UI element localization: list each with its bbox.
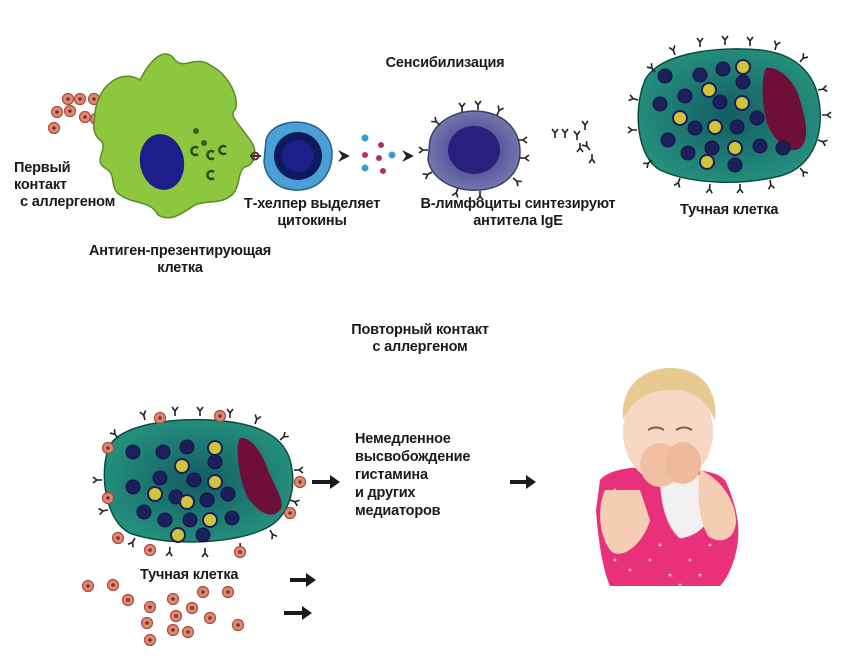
- label-mast-cell-top: Тучная клетка: [680, 202, 779, 218]
- label-mediator-release: Немедленное высвобождение гистамина и др…: [355, 430, 470, 520]
- label-line: гистамина: [355, 467, 428, 483]
- label-line: В-лимфоциты синтезируют: [420, 196, 616, 212]
- arrowhead-icon: [402, 150, 414, 162]
- label-line: высвобождение: [355, 449, 471, 465]
- label-t-helper: Т-хелпер выделяет цитокины: [228, 196, 396, 230]
- arrow-icon: [284, 475, 536, 620]
- label-line: клетка: [157, 260, 203, 276]
- antigen-presenting-cell: [93, 53, 256, 219]
- cytokines: [361, 134, 396, 174]
- label-line: контакт: [14, 177, 67, 193]
- child-sneezing-illustration: [596, 368, 739, 587]
- label-first-contact: Первый контакт с аллергеном: [14, 160, 115, 211]
- label-line: Повторный контакт: [351, 322, 489, 338]
- label-b-lymphocytes: В-лимфоциты синтезируют антитела IgE: [400, 196, 636, 230]
- allergen-particles-bottom: [81, 578, 245, 647]
- label-line: с аллергеном: [20, 194, 116, 210]
- label-line: Немедленное: [355, 431, 451, 447]
- label-line: Антиген-презентирующая: [88, 243, 272, 259]
- apc-tcell-synapse: [250, 151, 261, 161]
- label-line: цитокины: [277, 213, 347, 229]
- label-line: антитела IgE: [473, 213, 563, 229]
- label-line: Т-хелпер выделяет: [243, 196, 381, 212]
- free-ige-antibodies: [551, 120, 596, 164]
- title-sensitization: Сенсибилизация: [385, 55, 505, 71]
- mast-cell-bottom: [92, 406, 307, 559]
- b-lymphocyte: [418, 100, 530, 201]
- mast-cell-top: [627, 35, 832, 195]
- label-mast-cell-bottom: Тучная клетка: [140, 567, 239, 583]
- label-repeat-contact: Повторный контакт с аллергеном: [340, 322, 500, 356]
- label-line: с аллергеном: [372, 339, 468, 355]
- label-apc: Антиген-презентирующая клетка: [70, 243, 290, 277]
- label-line: медиаторов: [355, 503, 441, 519]
- arrowhead-icon: [338, 150, 350, 162]
- label-line: Первый: [14, 160, 71, 176]
- t-helper-cell: [263, 121, 333, 191]
- label-line: и других: [355, 485, 416, 501]
